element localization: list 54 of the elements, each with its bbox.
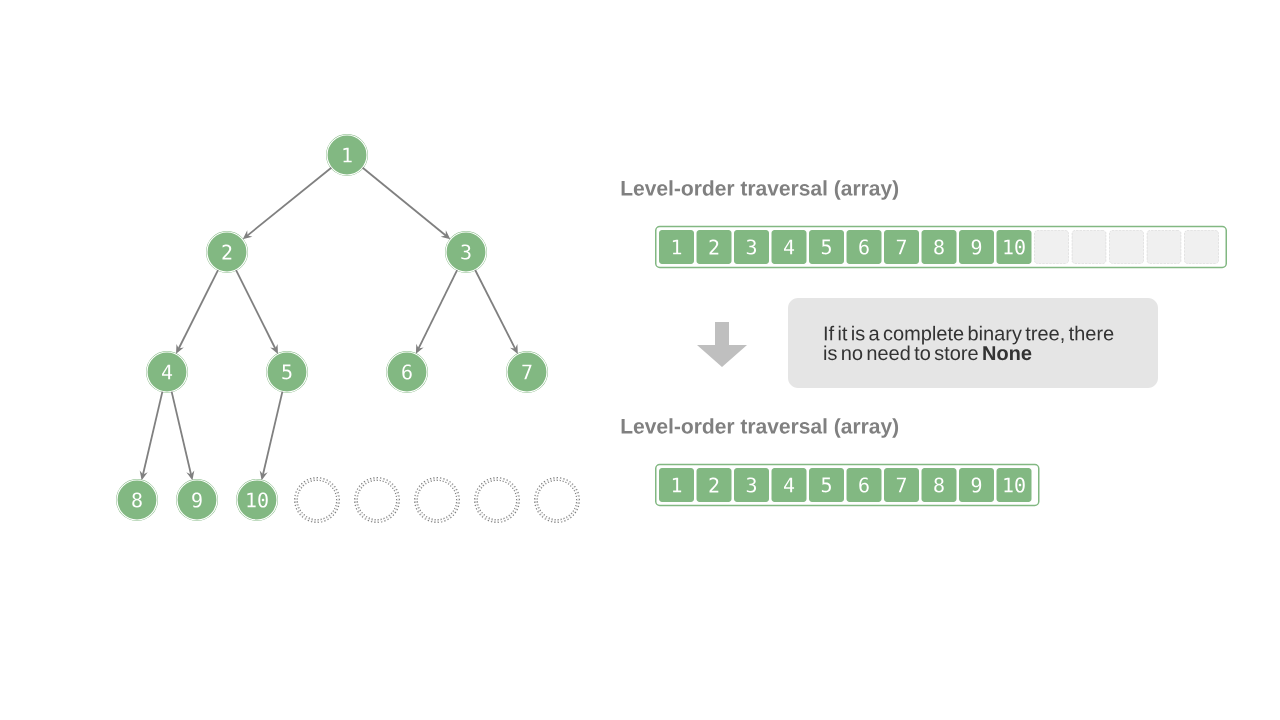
node-label: 8 [934,477,944,493]
empty-cell [1184,230,1219,264]
empty-circle [294,477,340,523]
tree-node: 6 [386,351,428,393]
node-label: 6 [859,477,869,493]
array-cell: 3 [734,468,769,502]
array-heading: Level-order traversal (array) [621,418,899,438]
node-label: 6 [859,239,869,255]
empty-circle [354,477,400,523]
array-cell: 8 [921,468,957,502]
tree-node: 10 [236,479,278,521]
array-cell: 6 [846,230,882,264]
tree-node: 7 [506,351,548,393]
empty-cell [1146,230,1182,264]
array-cell: 3 [734,230,769,264]
node-label: 2 [709,239,719,255]
array-cell: 5 [809,230,844,264]
empty-circle [414,477,460,523]
array-cell: 5 [809,468,844,502]
empty-cell [1034,230,1069,264]
array-cell: 7 [884,230,919,264]
tree-node: 8 [116,479,158,521]
node-label: 8 [934,239,944,255]
array-cell: 9 [959,230,994,264]
array-cell: 1 [659,230,694,264]
arrow [474,269,518,354]
empty-circle [474,477,520,523]
node-label: 10 [1004,477,1025,493]
array-cell: 1 [659,468,694,502]
tree-node: 4 [146,351,188,393]
node-label: 10 [1004,239,1025,255]
array-heading: Level-order traversal (array) [621,180,899,200]
tree-node: 5 [266,351,308,393]
array-cell: 8 [921,230,957,264]
tree-node: 3 [445,231,487,273]
empty-cell [1071,230,1107,264]
node-label: 4 [783,477,795,493]
array-cell: 10 [996,230,1032,264]
array-cell: 4 [771,230,807,264]
array-cell: 4 [771,468,807,502]
array-cell: 9 [959,468,994,502]
tree-node: 9 [176,479,218,521]
node-label: 2 [709,477,719,493]
array-cell: 2 [696,468,732,502]
tree-node: 1 [326,134,368,176]
array-cell: 6 [846,468,882,502]
array-cell: 7 [884,468,919,502]
node-label: 4 [783,239,795,255]
empty-cell [1109,230,1144,264]
empty-circle [534,477,580,523]
tree-node: 2 [206,231,248,273]
array-cell: 2 [696,230,732,264]
note-box: If it is a complete binary tree, there is no need to store None [788,298,1158,388]
array-cell: 10 [996,468,1032,502]
